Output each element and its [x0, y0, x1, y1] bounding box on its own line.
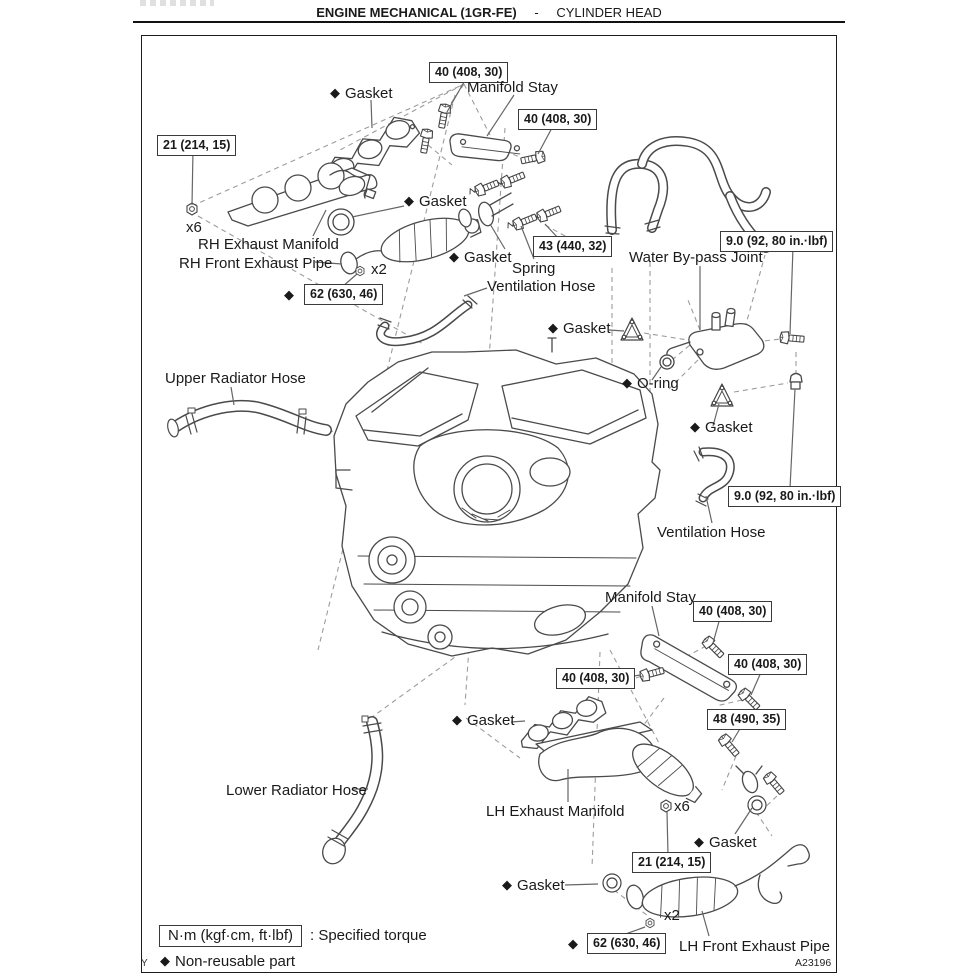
lh-exhaust-manifold-drawing [535, 721, 703, 804]
legend-torque-unit-box: N·m (kgf·cm, ft·lbf) [159, 925, 302, 947]
torque-spec-vent-fitting-1: 9.0 (92, 80 in.·lbf) [720, 231, 834, 252]
quantity-x6-lh: x6 [674, 798, 690, 815]
o-ring-drawing [659, 354, 675, 370]
ventilation-hose-mid-drawing [376, 295, 478, 347]
leader-lines [191, 81, 796, 937]
torque-spec-lh-stay-2: 40 (408, 30) [728, 654, 808, 675]
non-reusable-icon: ◆ [160, 953, 170, 968]
engine-assembly-drawing [333, 337, 661, 657]
manifold-stay-top-drawing [449, 133, 521, 162]
non-reusable-icon: ◆ [284, 287, 294, 302]
rh-exhaust-manifold-label: RH Exhaust Manifold [198, 236, 339, 253]
part-label: Gasket [345, 85, 393, 102]
non-reusable-icon: ◆ [622, 375, 632, 390]
manifold-stay-bottom-label: Manifold Stay [605, 589, 696, 606]
gasket-label-bypass-2: ◆ Gasket [690, 419, 753, 437]
gasket-label-bypass-1: ◆ Gasket [548, 320, 611, 338]
non-reusable-icon: ◆ [404, 193, 414, 208]
torque-spec-vent-fitting-2: 9.0 (92, 80 in.·lbf) [728, 486, 842, 507]
non-reusable-icon: ◆ [449, 249, 459, 264]
lh-exhaust-manifold-label: LH Exhaust Manifold [486, 803, 625, 820]
torque-spec-lh-manifold-nut: 21 (214, 15) [632, 852, 712, 873]
non-reusable-icon: ◆ [690, 419, 700, 434]
part-label: Gasket [563, 320, 611, 337]
torque-spec-rh-pipe-nut: 62 (630, 46) [304, 284, 384, 305]
gasket-label-lh-pipe-upper: ◆ Gasket [694, 834, 757, 852]
figure-code: A23196 [795, 957, 832, 969]
o-ring-label: ◆ O-ring [622, 375, 679, 393]
legend-nonreusable-row: ◆ Non-reusable part [160, 953, 295, 970]
part-label: Gasket [709, 834, 757, 851]
bypass-joint-gasket-drawing [710, 383, 734, 407]
cropped-text-remnant [140, 0, 214, 6]
part-label: Gasket [419, 193, 467, 210]
rh-front-exhaust-pipe-label: RH Front Exhaust Pipe [179, 255, 333, 272]
rh-exhaust-manifold-drawing [227, 162, 378, 227]
part-label: Gasket [705, 419, 753, 436]
pipe-bracket-gasket-drawing [735, 765, 763, 794]
lh-front-exhaust-pipe-drawing [602, 844, 810, 918]
non-reusable-icon: ◆ [694, 834, 704, 849]
gasket-label-lh-pipe-inlet: ◆ Gasket [502, 877, 565, 895]
part-label: O-ring [637, 375, 679, 392]
non-reusable-icon: ◆ [452, 712, 462, 727]
quantity-x2-rh: x2 [371, 261, 387, 278]
part-label: Gasket [517, 877, 565, 894]
upper-radiator-hose-label: Upper Radiator Hose [165, 370, 306, 387]
manifold-stay-bottom-drawing [640, 634, 738, 702]
header-section: ENGINE MECHANICAL (1GR-FE) [316, 5, 517, 20]
torque-spec-lh-stay-3: 40 (408, 30) [556, 668, 636, 689]
header-subsection: CYLINDER HEAD [556, 5, 662, 20]
non-reusable-icon: ◆ [330, 85, 340, 100]
non-reusable-icon: ◆ [502, 877, 512, 892]
gasket-label-lh-manifold: ◆ Gasket [452, 712, 515, 730]
torque-spec-lh-stay-1: 40 (408, 30) [693, 601, 773, 622]
rh-front-exhaust-pipe-drawing [340, 192, 514, 275]
non-reusable-icon: ◆ [548, 320, 558, 335]
torque-spec-manifold-stay-1: 40 (408, 30) [429, 62, 509, 83]
lower-radiator-hose-label: Lower Radiator Hose [226, 782, 367, 799]
part-label: Gasket [467, 712, 515, 729]
torque-spec-bypass-bolt: 43 (440, 32) [533, 236, 613, 257]
lh-front-exhaust-pipe-label: LH Front Exhaust Pipe [679, 938, 830, 955]
ventilation-hose-mid-label: Ventilation Hose [487, 278, 596, 295]
gasket-label-rh-manifold: ◆ Gasket [330, 85, 393, 103]
corner-mark: Y [141, 958, 148, 969]
torque-spec-manifold-stay-2: 40 (408, 30) [518, 109, 598, 130]
header-rule [133, 21, 845, 23]
legend-nonreusable-caption: Non-reusable part [175, 953, 296, 970]
water-bypass-joint-drawing [666, 307, 765, 370]
lh-pipe-upper-gasket-drawing [747, 795, 767, 815]
water-bypass-gasket-drawing [620, 317, 644, 341]
torque-spec-lh-pipe-nut: 62 (630, 46) [587, 933, 667, 954]
quantity-x6-rh: x6 [186, 219, 202, 236]
torque-spec-rh-manifold-nut: 21 (214, 15) [157, 135, 237, 156]
water-bypass-joint-label: Water By-pass Joint [629, 249, 763, 266]
gasket-label-rh-pipe: ◆ Gasket [404, 193, 467, 211]
legend-torque-caption: : Specified torque [310, 927, 427, 944]
gasket-label-rh-cat: ◆ Gasket [449, 249, 512, 267]
legend-torque-row: N·m (kgf·cm, ft·lbf) : Specified torque [159, 925, 427, 947]
parts-line-art [167, 102, 810, 929]
lh-manifold-gasket-drawing [520, 696, 607, 750]
part-label: Gasket [464, 249, 512, 266]
spring-label: Spring [512, 260, 556, 277]
lower-radiator-hose-drawing [322, 715, 384, 865]
non-reusable-icon: ◆ [568, 936, 578, 951]
manifold-stay-top-label: Manifold Stay [467, 79, 558, 96]
upper-radiator-hose-drawing [167, 399, 332, 438]
torque-spec-pipe-bracket: 48 (490, 35) [707, 709, 787, 730]
ventilation-hose-right-drawing [693, 446, 735, 507]
vent-grommet-drawing [789, 372, 803, 390]
ventilation-hose-right-label: Ventilation Hose [657, 524, 766, 541]
page-header: ENGINE MECHANICAL (1GR-FE) - CYLINDER HE… [0, 5, 978, 20]
quantity-x2-lh: x2 [664, 907, 680, 924]
rh-pipe-gasket-ring-drawing [327, 208, 355, 236]
header-separator: - [534, 5, 539, 20]
